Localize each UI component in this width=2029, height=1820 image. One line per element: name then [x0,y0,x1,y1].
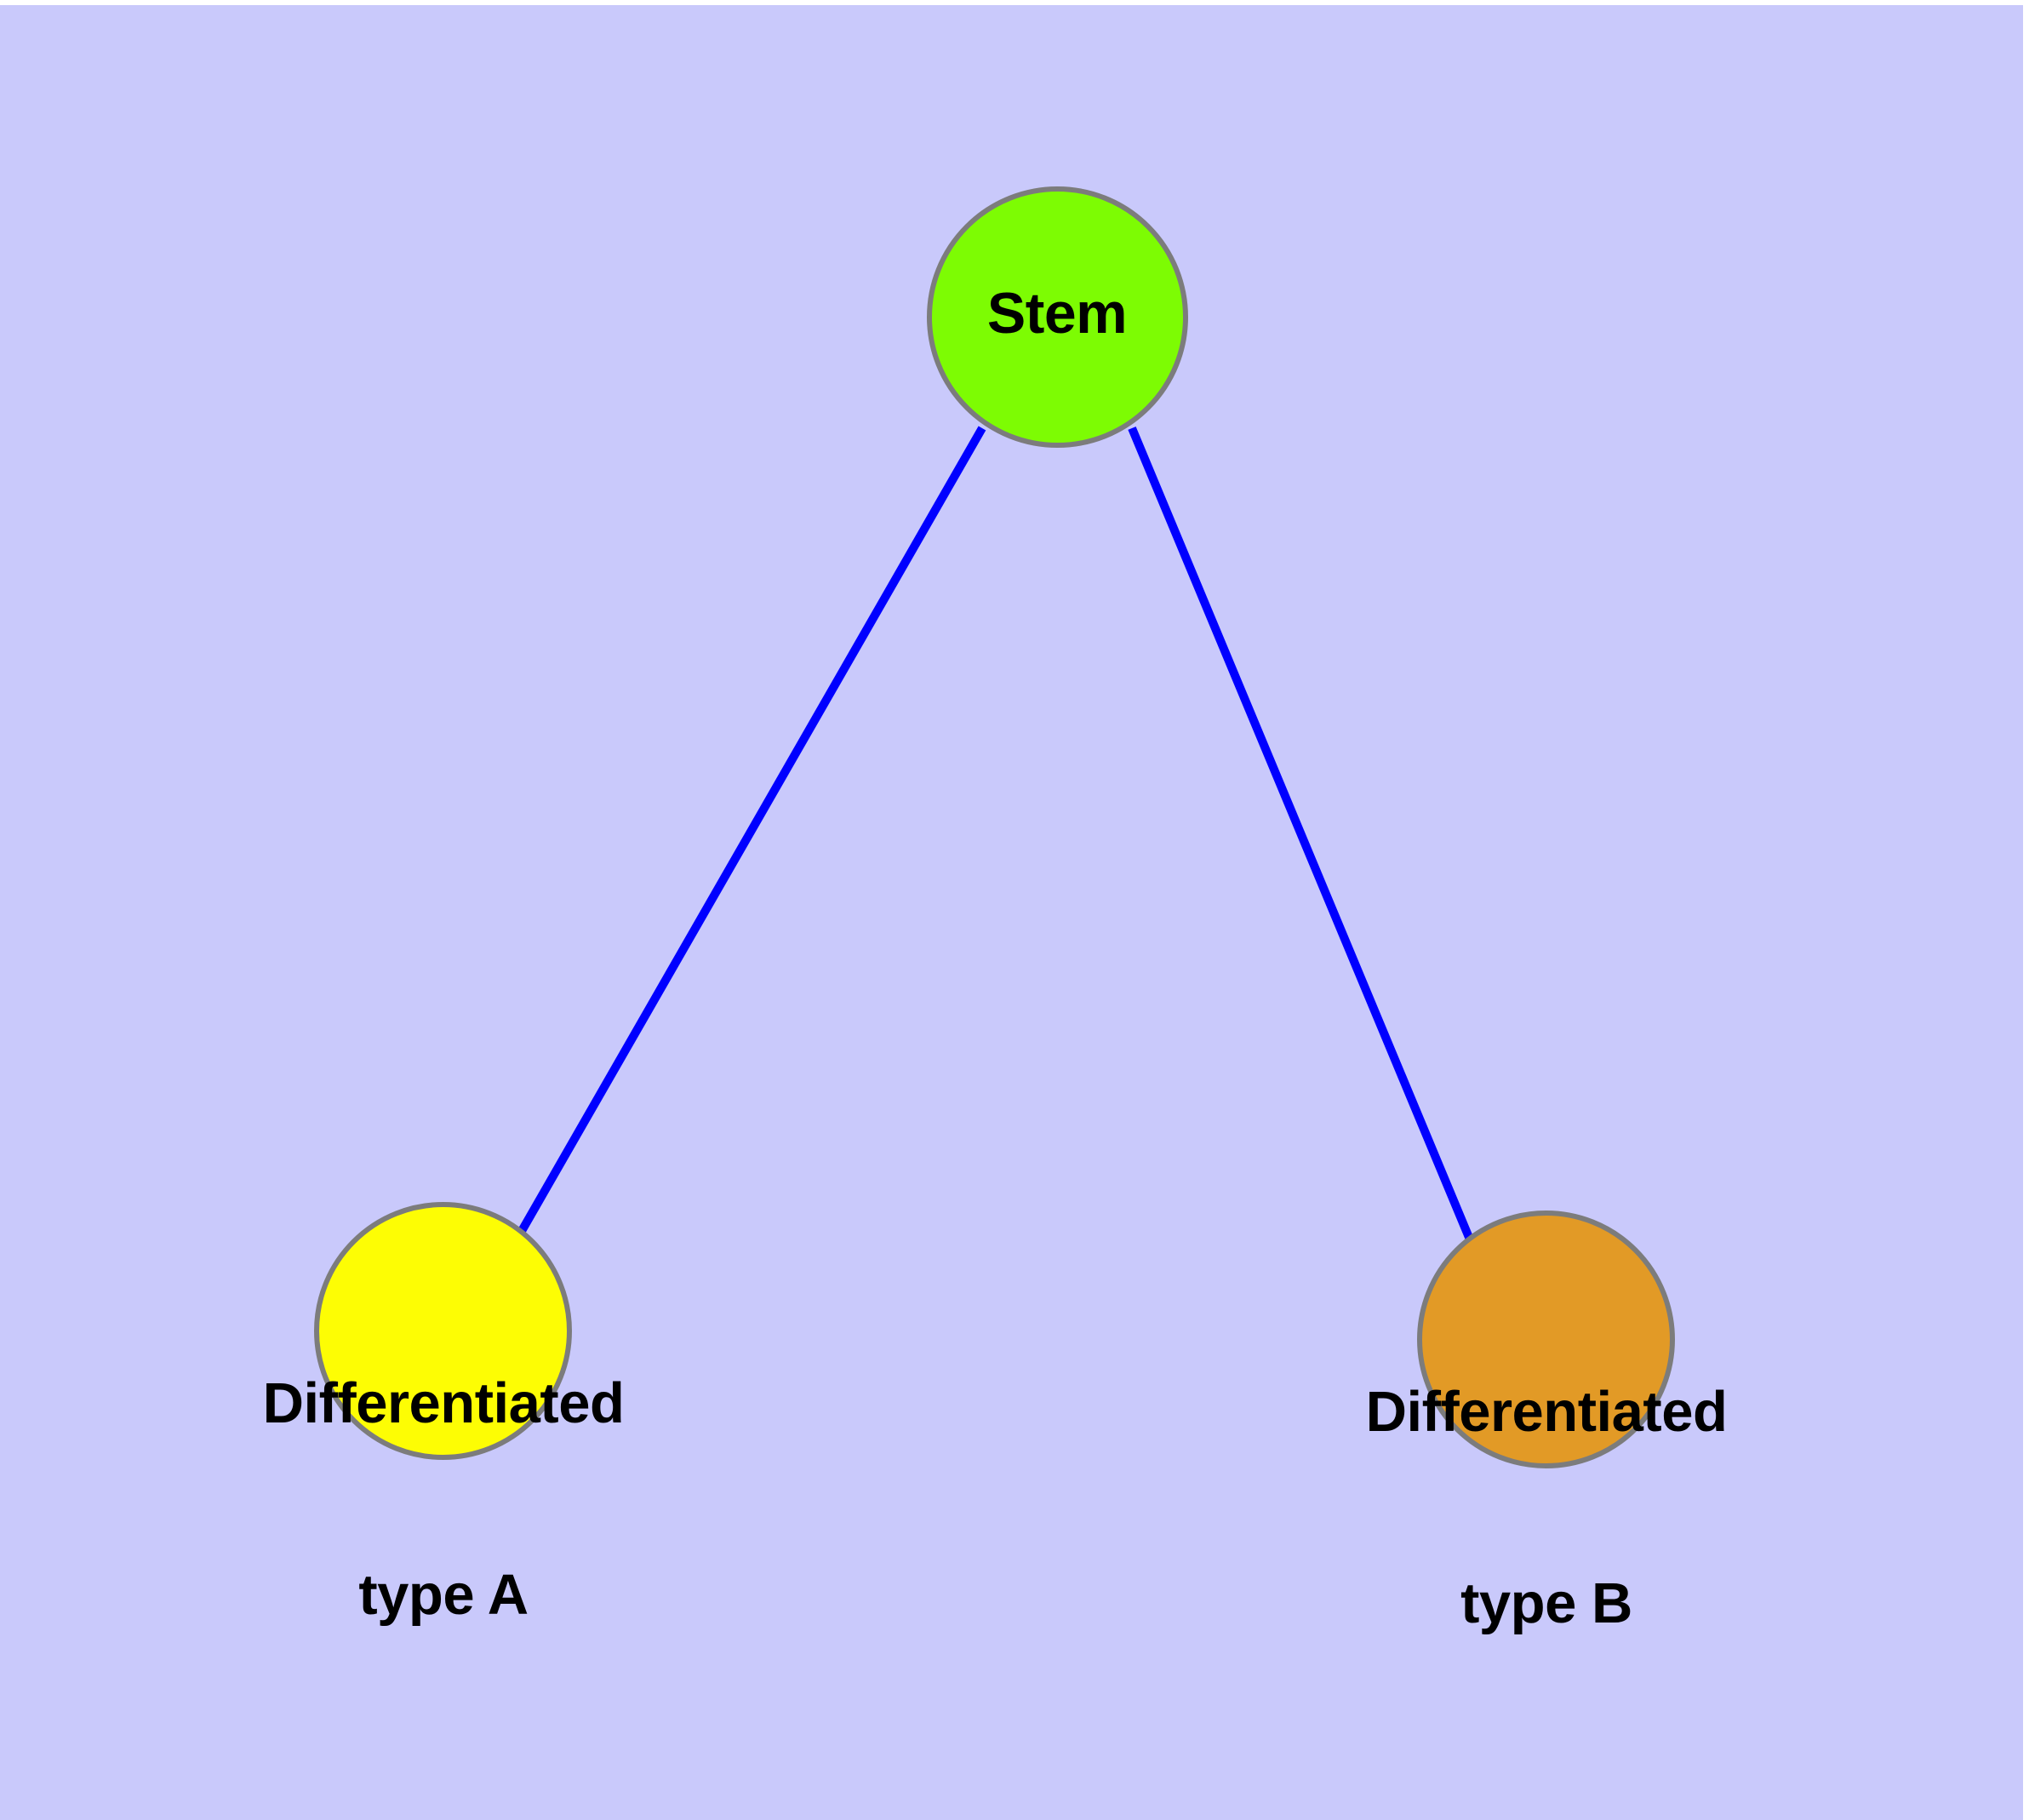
edge-stem-to-differentiated-a[interactable] [517,426,986,1233]
graph-plot-area: Stem Differentiated type A Differentiate… [0,5,2023,1820]
edge-stem-to-differentiated-b[interactable] [1128,426,1474,1241]
edge-layer [517,426,1474,1241]
node-differentiated-type-a[interactable] [314,1202,572,1460]
node-stem[interactable] [927,186,1188,448]
node-differentiated-type-b[interactable] [1417,1210,1675,1468]
